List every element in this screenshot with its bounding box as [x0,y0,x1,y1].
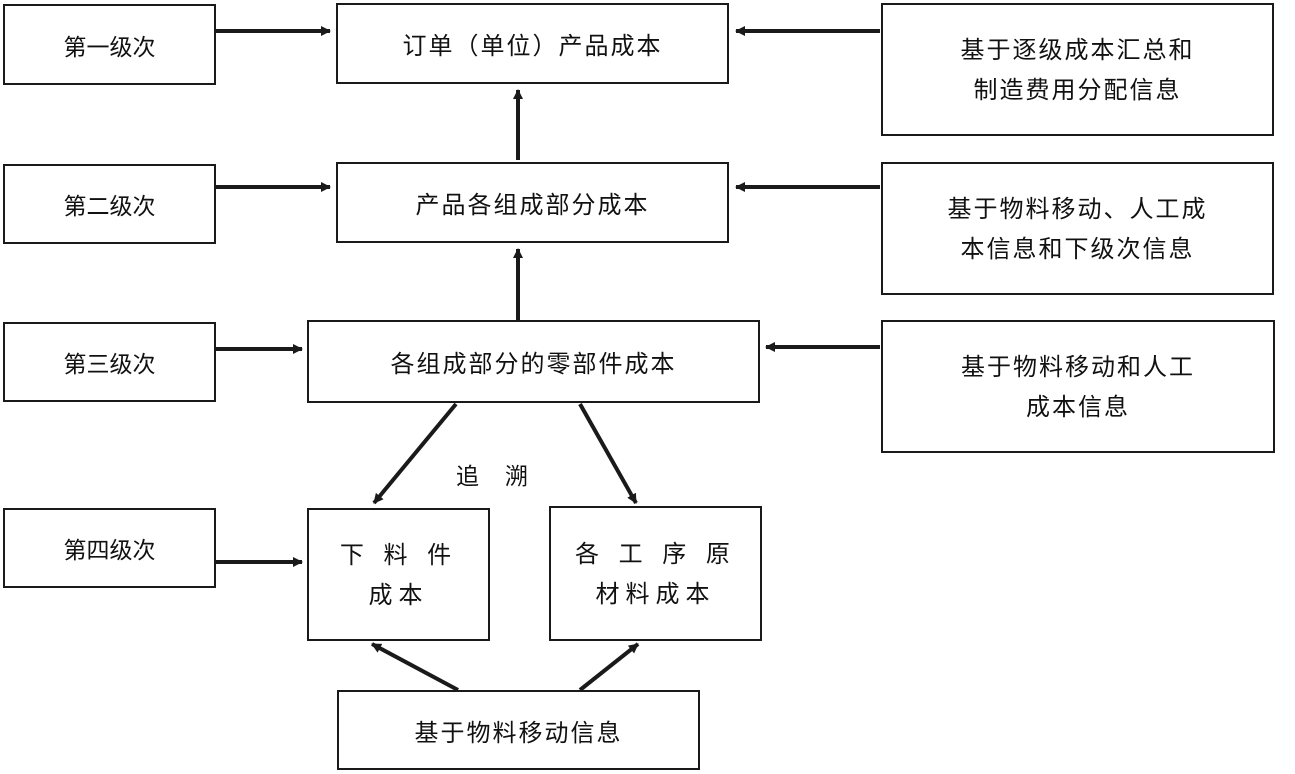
info-source-level3-line-2: 成本信息 [1026,392,1130,421]
level-2-box: 第二级次 [3,164,216,244]
process-material-cost-box: 各 工 序 原 材料成本 [549,506,762,641]
level-3-box: 第三级次 [3,322,216,402]
info-source-bottom-box: 基于物料移动信息 [337,690,700,770]
info-source-bottom-label: 基于物料移动信息 [414,718,623,747]
trace-label: 追溯 [456,464,554,490]
info-source-level1-line-1: 基于逐级成本汇总和 [960,35,1195,64]
arrow-trace-to-blank-cost [372,402,458,505]
order-product-cost-label: 订单（单位）产品成本 [402,32,663,60]
info-source-level3-box: 基于物料移动和人工 成本信息 [881,320,1275,453]
order-product-cost-box: 订单（单位）产品成本 [336,3,729,84]
product-component-cost-box: 产品各组成部分成本 [336,162,729,243]
info-source-level1-line-2: 制造费用分配信息 [973,75,1182,104]
info-source-level2-line-1: 基于物料移动、人工成 [947,194,1208,223]
level-4-label: 第四级次 [63,538,156,564]
arrow-movement-to-material-cost [578,642,640,692]
level-1-label: 第一级次 [63,34,156,61]
level-3-label: 第三级次 [63,352,156,378]
info-source-level2-box: 基于物料移动、人工成 本信息和下级次信息 [881,162,1274,295]
arrow-trace-to-material-cost [578,403,638,504]
info-source-level3-line-1: 基于物料移动和人工 [961,352,1195,381]
blank-parts-cost-box: 下 料 件 成本 [307,508,490,641]
component-parts-cost-label: 各组成部分的零部件成本 [390,350,677,378]
process-material-cost-line-1: 各 工 序 原 [575,539,736,568]
info-source-level1-box: 基于逐级成本汇总和 制造费用分配信息 [881,3,1274,136]
process-material-cost-line-2: 材料成本 [595,579,716,608]
blank-parts-cost-line-1: 下 料 件 [339,540,458,569]
level-2-label: 第二级次 [63,194,156,220]
arrow-movement-to-blank-cost [371,642,459,692]
component-parts-cost-box: 各组成部分的零部件成本 [307,320,760,403]
info-source-level2-line-2: 本信息和下级次信息 [960,234,1195,263]
level-4-box: 第四级次 [3,508,216,588]
product-component-cost-label: 产品各组成部分成本 [415,191,650,219]
blank-parts-cost-line-2: 成本 [368,580,429,609]
level-1-box: 第一级次 [3,4,216,85]
